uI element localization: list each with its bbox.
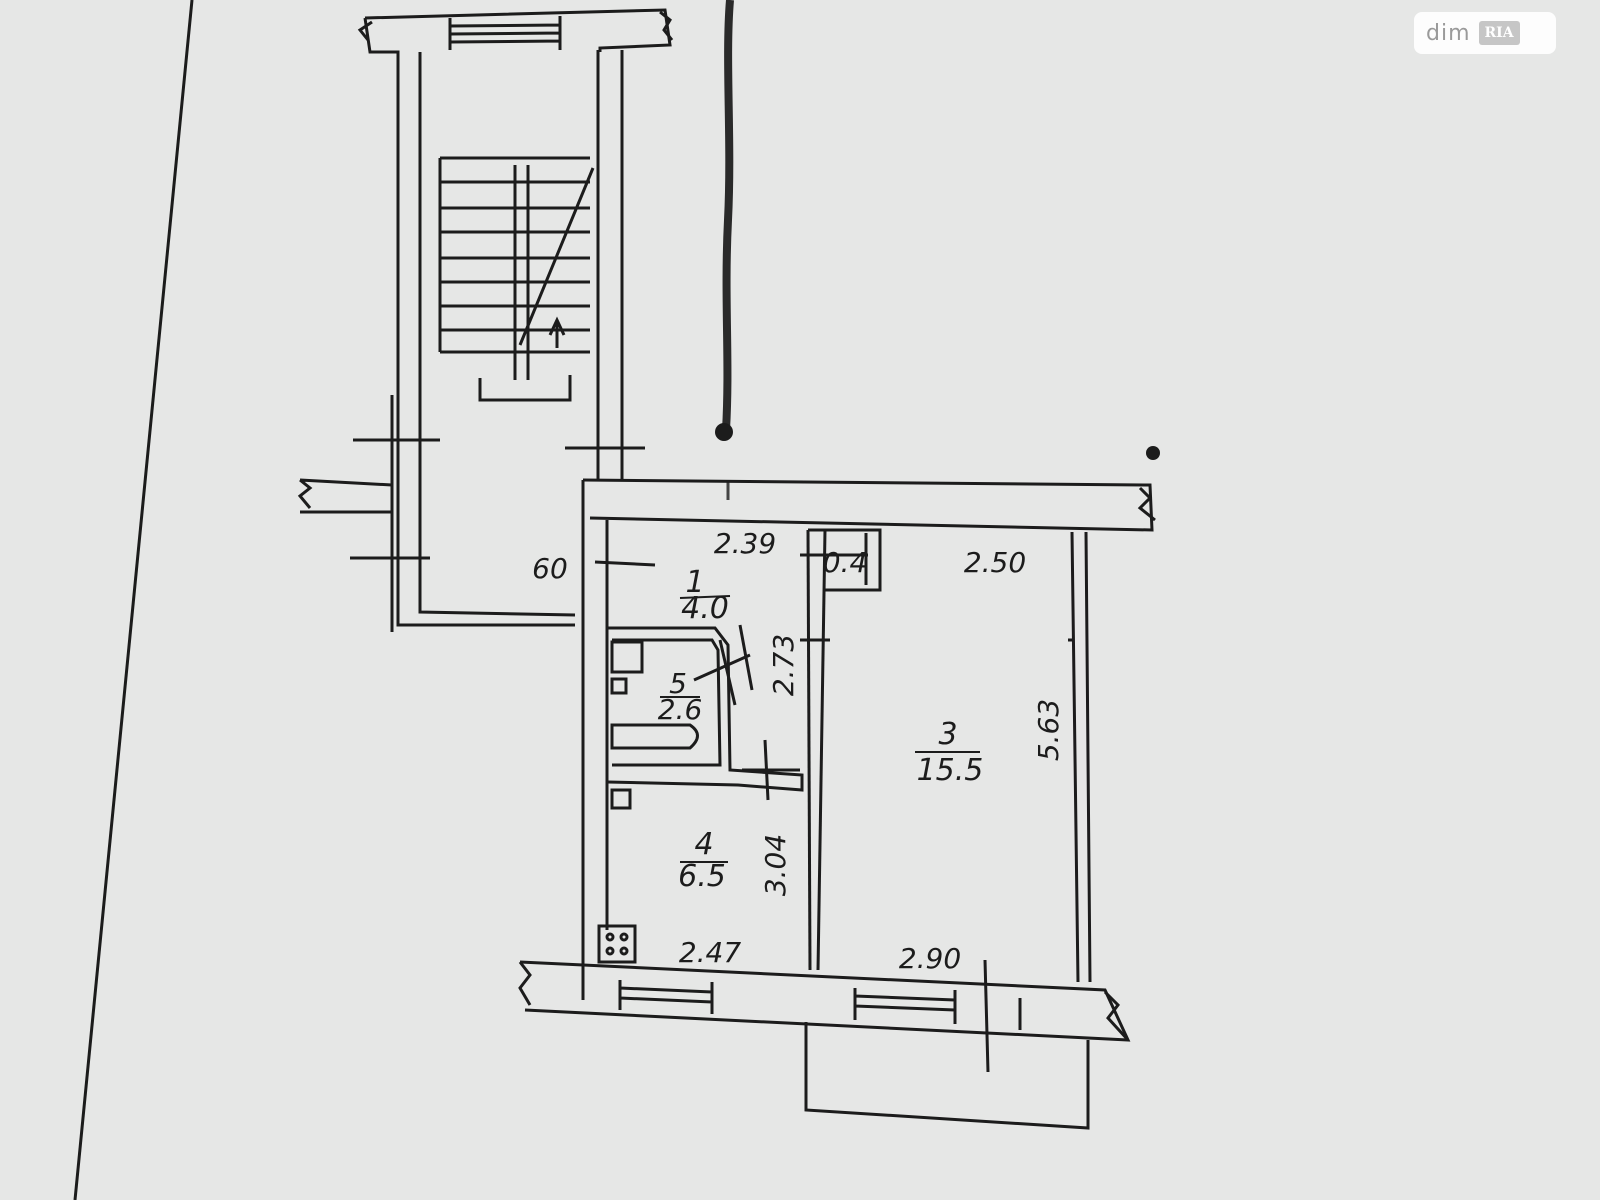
room-3-label: 3 15.5: [915, 717, 983, 788]
room-1-number: 1: [685, 565, 704, 600]
room-3-number: 3: [938, 717, 957, 752]
room-4-area: 6.5: [678, 859, 726, 894]
dim-closet: 0.4: [823, 546, 868, 579]
room-1-label: 1 4.0: [679, 565, 731, 626]
room-3-area: 15.5: [917, 753, 984, 788]
room-5-number: 5: [669, 667, 687, 700]
ink-smudge: [722, 0, 734, 431]
dim-left-side: 60: [532, 552, 568, 585]
dim-hall-side: 2.73: [767, 634, 800, 696]
dim-top-right: 2.50: [964, 546, 1026, 579]
room-4-label: 4 6.5: [678, 827, 728, 894]
watermark-text: dim: [1426, 20, 1471, 46]
room-1-area: 4.0: [681, 591, 729, 626]
dim-room3-side: 5.63: [1032, 699, 1065, 761]
ink-dot: [1146, 446, 1160, 460]
dim-bottom-right: 2.90: [899, 942, 961, 975]
ink-dot: [715, 423, 733, 441]
room-4-number: 4: [694, 827, 713, 862]
walls: [297, 8, 1156, 1130]
dim-top-left: 2.39: [714, 527, 776, 560]
room-5-label: 5 2.6: [658, 667, 703, 726]
fraction-line: [679, 595, 731, 599]
page-border-line: [73, 0, 194, 1200]
watermark-badge: RIA: [1478, 21, 1520, 45]
dim-ria-watermark: dim RIA: [1414, 12, 1556, 54]
dim-kitchen-side: 3.04: [759, 834, 792, 896]
room-5-area: 2.6: [658, 693, 703, 726]
dim-bottom-left: 2.47: [679, 936, 742, 969]
